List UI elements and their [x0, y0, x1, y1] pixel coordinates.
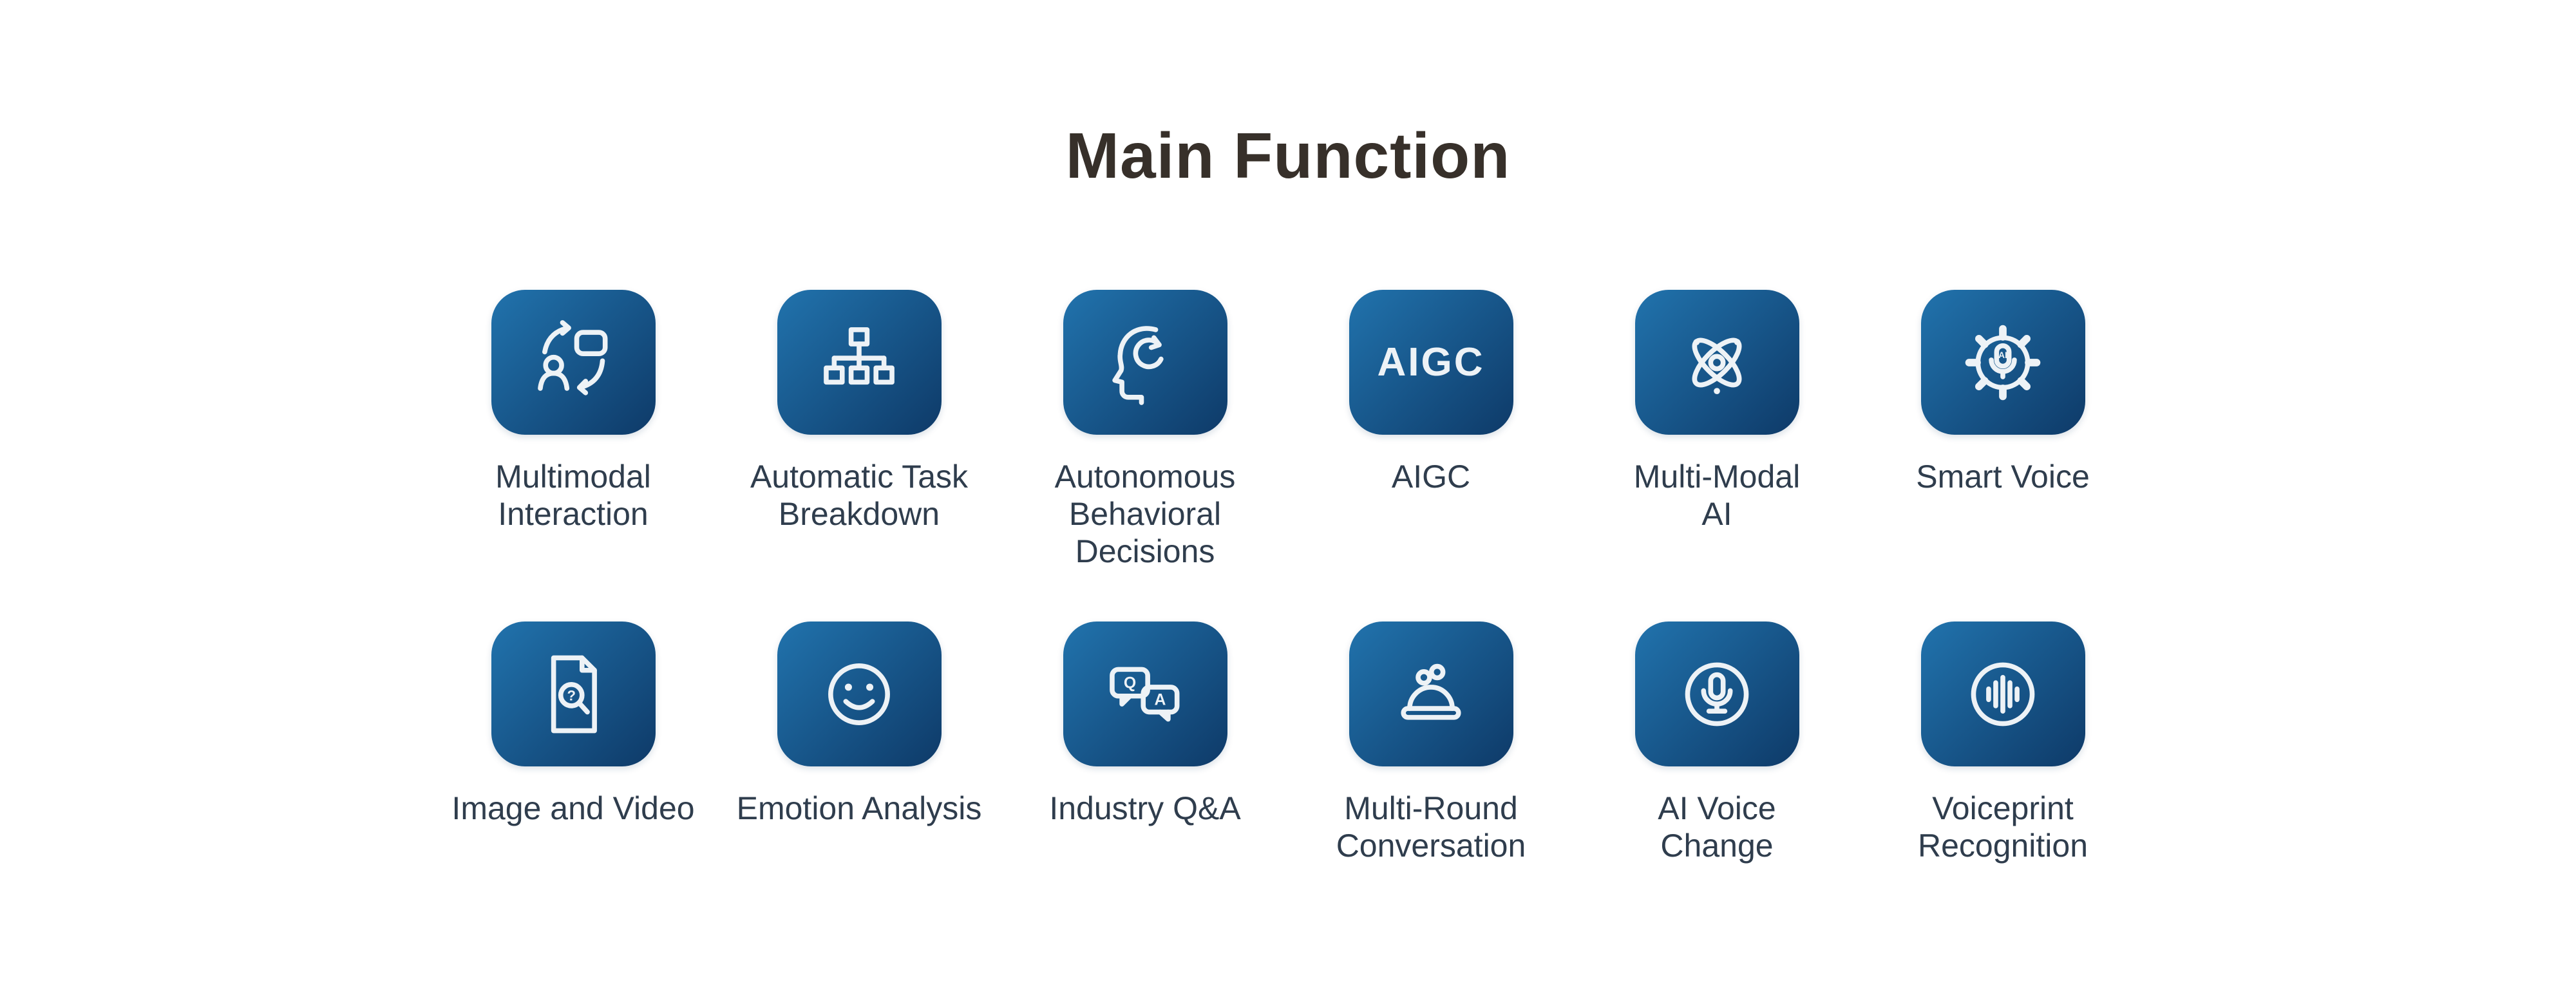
- feature-label: Multi-Modal AI: [1633, 459, 1801, 532]
- industry-qa-tile: Q A: [1063, 622, 1227, 766]
- feature-label: Emotion Analysis: [736, 790, 982, 826]
- gear-microphone-icon: AI: [1965, 325, 2041, 400]
- feature-label: Multimodal Interaction: [495, 459, 651, 532]
- microphone-circle-icon: [1685, 662, 1749, 726]
- voiceprint-wave-icon: [1971, 662, 2035, 726]
- svg-text:A: A: [1154, 691, 1166, 708]
- feature-label: Automatic Task Breakdown: [750, 459, 969, 532]
- image-video-tile: ?: [491, 622, 656, 766]
- aigc-wordmark: AIGC: [1377, 340, 1485, 384]
- feature-cell-multimodal-ai: Multi-Modal AI: [1574, 290, 1860, 533]
- aigc-tile: AIGC: [1349, 290, 1513, 435]
- multimodal-interaction-icon: [538, 319, 608, 395]
- feature-cell-behavioral-decisions: Autonomous Behavioral Decisions: [1002, 290, 1288, 570]
- meeting-table-icon: [1401, 663, 1461, 720]
- page-title: Main Function: [1065, 120, 1511, 192]
- feature-cell-ai-voice-change: AI Voice Change: [1574, 622, 1860, 864]
- feature-cell-emotion-analysis: Emotion Analysis: [716, 622, 1002, 827]
- feature-label: Multi-Round Conversation: [1336, 790, 1526, 864]
- qa-chat-bubbles-icon: Q A: [1110, 667, 1180, 721]
- document-search-icon: ?: [551, 655, 597, 733]
- feature-cell-image-video: ? Image and Video: [430, 622, 716, 827]
- svg-text:AI: AI: [1998, 350, 2007, 360]
- svg-text:Q: Q: [1124, 674, 1136, 692]
- smart-voice-tile: AI: [1920, 290, 2085, 435]
- feature-label: Image and Video: [451, 790, 695, 826]
- feature-cell-industry-qa: Q A Industry Q&A: [1002, 622, 1288, 827]
- behavioral-decisions-tile: [1063, 290, 1227, 435]
- feature-label: Autonomous Behavioral Decisions: [1054, 459, 1236, 569]
- task-breakdown-tile: [777, 290, 942, 435]
- feature-cell-task-breakdown: Automatic Task Breakdown: [716, 290, 1002, 533]
- svg-text:?: ?: [567, 687, 576, 703]
- feature-cell-voiceprint-recognition: Voiceprint Recognition: [1860, 622, 2146, 864]
- feature-label: Smart Voice: [1916, 459, 2090, 495]
- feature-cell-aigc: AIGC AIGC: [1288, 290, 1574, 495]
- feature-label: Industry Q&A: [1049, 790, 1241, 826]
- atom-icon: [1692, 337, 1742, 394]
- multimodal-interaction-tile: [491, 290, 656, 435]
- feature-cell-multimodal-interaction: Multimodal Interaction: [430, 290, 716, 533]
- smiley-face-icon: [828, 663, 890, 725]
- multimodal-ai-tile: [1634, 290, 1799, 435]
- feature-grid: Multimodal Interaction Automatic Task Br…: [0, 290, 2576, 864]
- multi-round-conversation-tile: [1349, 622, 1513, 766]
- feature-cell-smart-voice: AI Smart Voice: [1860, 290, 2146, 495]
- task-breakdown-flowchart-icon: [824, 327, 895, 384]
- feature-label: Voiceprint Recognition: [1917, 790, 2088, 864]
- feature-label: AIGC: [1391, 459, 1471, 495]
- ai-voice-change-tile: [1634, 622, 1799, 766]
- voiceprint-recognition-tile: [1920, 622, 2085, 766]
- head-refresh-icon: [1112, 325, 1164, 405]
- emotion-analysis-tile: [777, 622, 942, 766]
- feature-cell-multi-round-conversation: Multi-Round Conversation: [1288, 622, 1574, 864]
- feature-label: AI Voice Change: [1658, 790, 1776, 864]
